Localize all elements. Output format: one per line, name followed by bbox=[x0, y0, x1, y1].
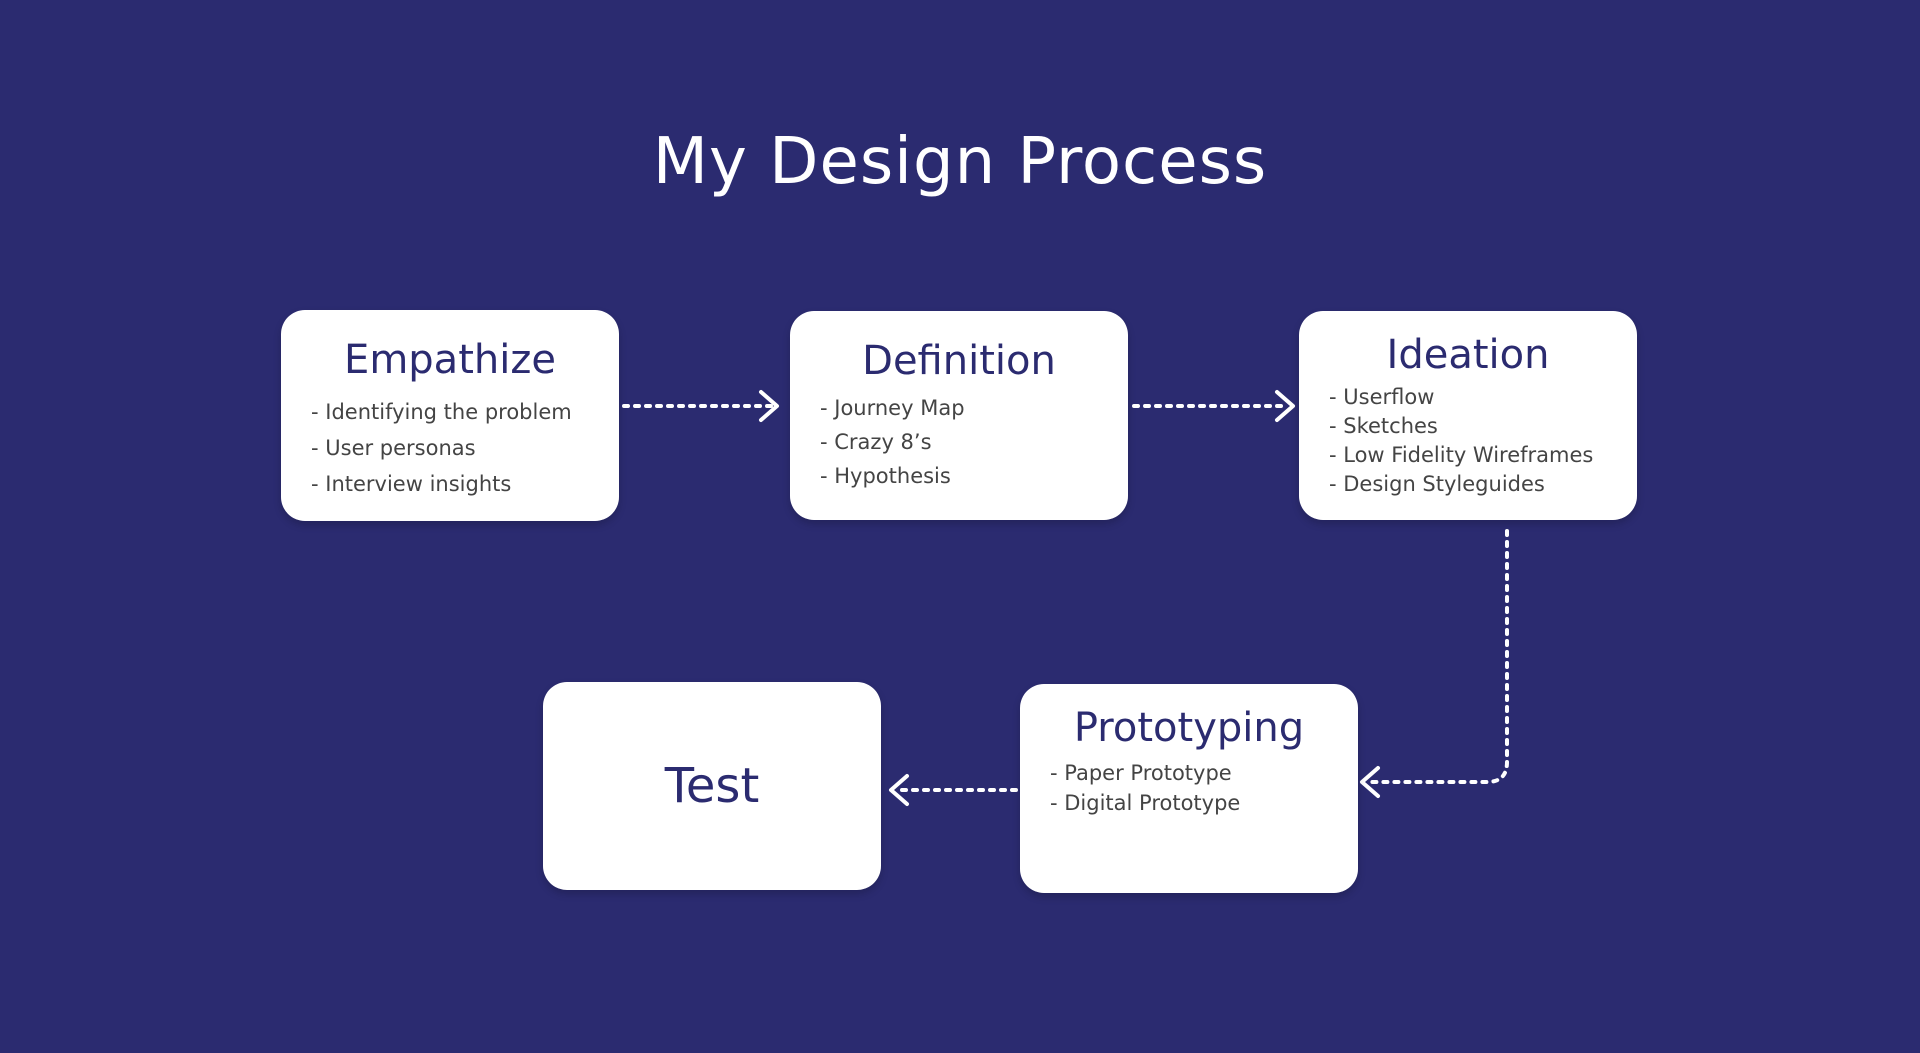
step-item: - Crazy 8’s bbox=[820, 430, 932, 454]
arrow-empathize-to-definition bbox=[622, 390, 779, 422]
step-item: - Userflow bbox=[1329, 385, 1435, 409]
step-items: - Paper Prototype - Digital Prototype bbox=[1050, 758, 1358, 818]
step-items: - Journey Map - Crazy 8’s - Hypothesis bbox=[820, 391, 1128, 493]
step-item: - Interview insights bbox=[311, 472, 512, 496]
step-item: - Paper Prototype bbox=[1050, 761, 1232, 785]
step-item: - Identifying the problem bbox=[311, 400, 572, 424]
step-items: - Identifying the problem - User persona… bbox=[311, 394, 619, 502]
step-card-empathize: Empathize - Identifying the problem - Us… bbox=[281, 310, 619, 521]
step-item: - Digital Prototype bbox=[1050, 791, 1241, 815]
step-card-ideation: Ideation - Userflow - Sketches - Low Fid… bbox=[1299, 311, 1637, 520]
step-item: - Journey Map bbox=[820, 396, 965, 420]
step-title: Empathize bbox=[344, 337, 556, 383]
step-title: Test bbox=[664, 758, 760, 814]
arrow-ideation-to-prototyping bbox=[1360, 529, 1509, 798]
arrow-definition-to-ideation bbox=[1132, 390, 1295, 422]
step-item: - Hypothesis bbox=[820, 464, 951, 488]
step-card-test: Test bbox=[543, 682, 881, 890]
step-title: Ideation bbox=[1386, 332, 1550, 378]
page-title: My Design Process bbox=[652, 125, 1268, 199]
step-item: - Low Fidelity Wireframes bbox=[1329, 443, 1594, 467]
step-items: - Userflow - Sketches - Low Fidelity Wir… bbox=[1329, 383, 1637, 499]
step-title: Definition bbox=[862, 338, 1056, 384]
step-card-prototyping: Prototyping - Paper Prototype - Digital … bbox=[1020, 684, 1358, 893]
step-item: - Sketches bbox=[1329, 414, 1438, 438]
arrow-prototyping-to-test bbox=[889, 774, 1018, 806]
step-item: - Design Styleguides bbox=[1329, 472, 1545, 496]
step-card-definition: Definition - Journey Map - Crazy 8’s - H… bbox=[790, 311, 1128, 520]
step-title: Prototyping bbox=[1073, 705, 1305, 751]
step-item: - User personas bbox=[311, 436, 476, 460]
